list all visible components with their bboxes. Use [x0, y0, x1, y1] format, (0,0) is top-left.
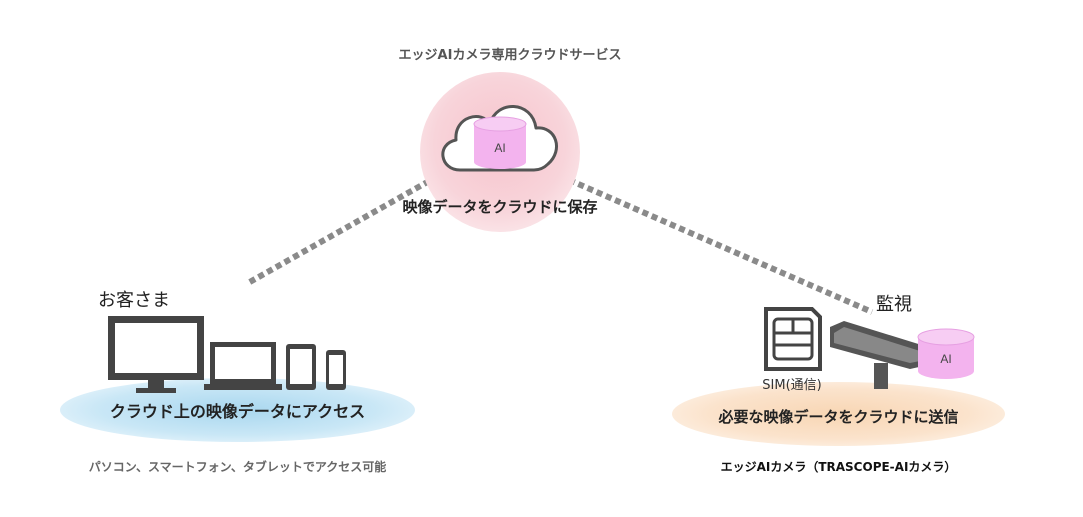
camera-ai-database-icon: AI: [917, 328, 975, 379]
security-camera-icon: [830, 321, 928, 389]
cloud-icon: AI: [441, 105, 558, 172]
cloud-caption: 映像データをクラウドに保存: [402, 198, 598, 216]
tablet-icon: [286, 344, 316, 390]
customer-note: パソコン、スマートフォン、タブレットでアクセス可能: [88, 460, 387, 474]
connector-cloud-camera: [558, 173, 874, 315]
camera-ai-badge: AI: [940, 352, 951, 366]
devices-illustration: [108, 316, 346, 393]
customer-caption: クラウド上の映像データにアクセス: [109, 402, 366, 421]
camera-ellipse: [672, 382, 1005, 446]
cloud-ai-badge: AI: [494, 141, 505, 155]
customer-label: お客さま: [98, 290, 170, 311]
sim-label: SIM(通信): [762, 378, 822, 393]
connector-cloud-customer: [246, 173, 440, 286]
cloud-service-title: エッジAIカメラ専用クラウドサービス: [398, 48, 622, 63]
monitor-label: 監視: [876, 294, 912, 315]
sim-card-icon: [764, 307, 822, 371]
cloud-ai-database-icon: AI: [473, 116, 527, 169]
laptop-icon: [204, 342, 282, 390]
smartphone-icon: [326, 350, 346, 390]
camera-caption: 必要な映像データをクラウドに送信: [718, 408, 959, 426]
camera-illustration: AI: [764, 307, 975, 389]
desktop-monitor-icon: [108, 316, 204, 393]
camera-note: エッジAIカメラ（TRASCOPE-AIカメラ）: [720, 460, 957, 474]
